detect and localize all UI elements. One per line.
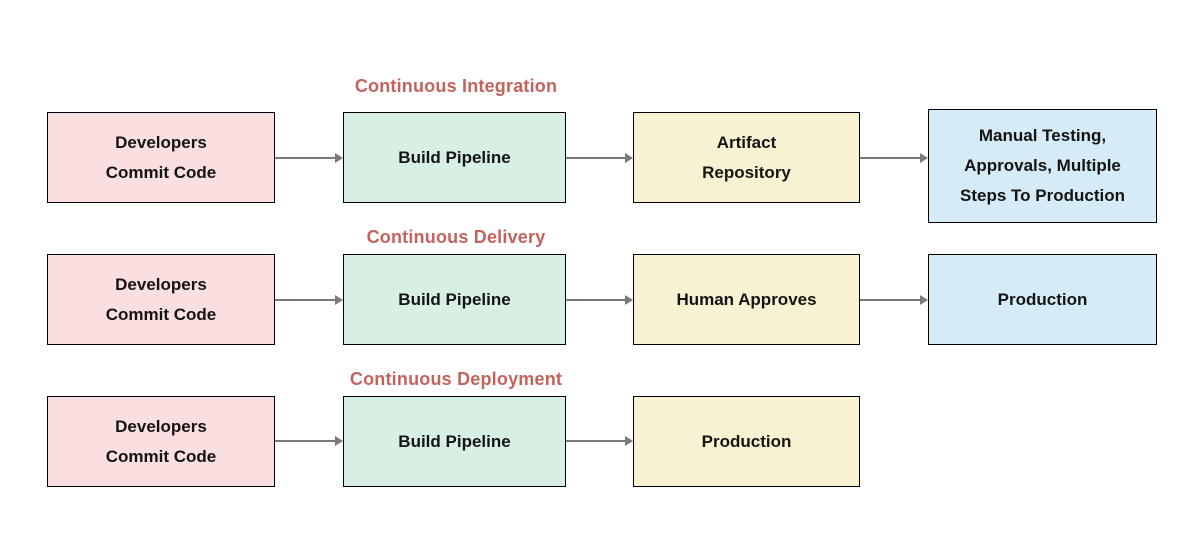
flow-arrow — [860, 295, 928, 305]
node-label-line: Build Pipeline — [398, 289, 511, 309]
flow-arrow — [275, 295, 343, 305]
node-label-line: Repository — [702, 162, 791, 182]
node-label-line: Production — [701, 431, 792, 451]
node-build-pipeline: Build Pipeline — [343, 254, 566, 345]
node-label-line: Developers — [115, 132, 207, 152]
node-label-line: Steps To Production — [960, 186, 1125, 205]
flow-arrow — [860, 153, 928, 163]
flow-arrow — [275, 153, 343, 163]
node-build-pipeline: Build Pipeline — [343, 396, 566, 487]
flow-arrow — [275, 436, 343, 446]
node-developers-commit-code: Developers Commit Code — [47, 112, 275, 203]
node-manual-testing-approvals: Manual Testing, Approvals, Multiple Step… — [928, 109, 1157, 223]
row-title-continuous-deployment: Continuous Deployment — [349, 369, 563, 389]
node-label-line: Artifact — [716, 132, 777, 152]
flow-arrow — [566, 295, 633, 305]
row-title-continuous-integration: Continuous Integration — [354, 76, 558, 96]
node-production: Production — [633, 396, 860, 487]
node-developers-commit-code: Developers Commit Code — [47, 254, 275, 345]
node-developers-commit-code: Developers Commit Code — [47, 396, 275, 487]
node-production: Production — [928, 254, 1157, 345]
node-label-line: Developers — [115, 274, 207, 294]
node-human-approves: Human Approves — [633, 254, 860, 345]
flow-arrow — [566, 153, 633, 163]
node-artifact-repository: Artifact Repository — [633, 112, 860, 203]
node-label-line: Manual Testing, — [978, 126, 1107, 145]
node-label-line: Build Pipeline — [398, 431, 511, 451]
node-label-line: Build Pipeline — [398, 147, 511, 167]
node-label-line: Human Approves — [676, 289, 817, 309]
node-label-line: Commit Code — [105, 162, 217, 182]
flow-arrow — [566, 436, 633, 446]
node-label-line: Developers — [115, 416, 207, 436]
node-build-pipeline: Build Pipeline — [343, 112, 566, 203]
node-label-line: Commit Code — [105, 304, 217, 324]
row-title-continuous-delivery: Continuous Delivery — [366, 227, 546, 247]
node-label-line: Production — [997, 289, 1088, 309]
node-label-line: Approvals, Multiple — [964, 156, 1121, 175]
node-label-line: Commit Code — [105, 446, 217, 466]
